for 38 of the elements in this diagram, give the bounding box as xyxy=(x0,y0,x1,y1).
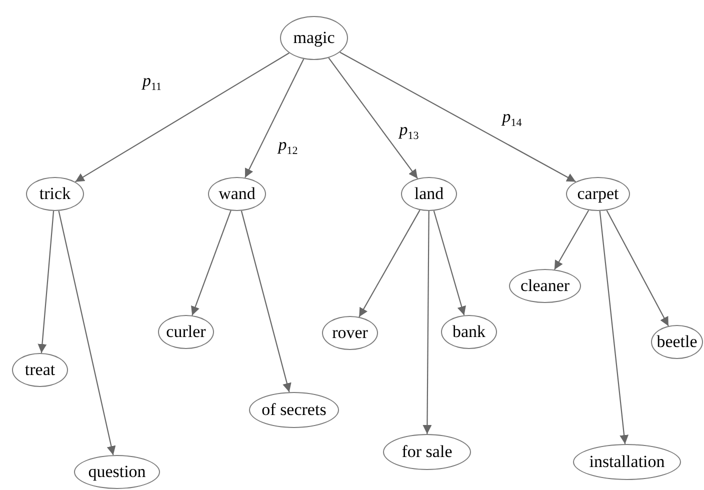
word-ellipse xyxy=(280,16,348,60)
word-ellipse xyxy=(12,353,68,387)
arrow xyxy=(422,211,432,434)
word-ellipse xyxy=(566,177,630,211)
node-label: curler xyxy=(166,322,206,342)
arrow xyxy=(606,210,669,326)
node-label: trick xyxy=(39,184,71,204)
arrow xyxy=(328,58,418,179)
arrow xyxy=(358,210,420,318)
word-ellipse xyxy=(158,315,214,349)
node-label: treat xyxy=(24,360,56,380)
node-label: of secrets xyxy=(262,400,326,420)
node-label: land xyxy=(414,184,444,204)
arrow xyxy=(433,210,466,316)
node-label: magic xyxy=(293,28,335,48)
node-label: installation xyxy=(589,452,665,472)
arrow xyxy=(74,52,290,182)
word-ellipse xyxy=(26,177,84,211)
node-label: rover xyxy=(332,323,368,343)
arrow xyxy=(191,210,232,316)
word-ellipse xyxy=(441,315,497,349)
word-ellipse xyxy=(322,316,378,350)
node-label: for sale xyxy=(402,442,452,462)
arrow xyxy=(340,52,576,182)
arrow xyxy=(38,210,54,354)
node-label: beetle xyxy=(656,332,698,352)
word-ellipse xyxy=(651,325,703,359)
arrow xyxy=(244,58,304,178)
node-label: question xyxy=(88,462,146,482)
arrow xyxy=(240,210,292,392)
arrow xyxy=(599,210,629,444)
node-label: bank xyxy=(452,322,486,342)
node-label: wand xyxy=(218,184,256,204)
arrow xyxy=(58,210,116,456)
node-label: carpet xyxy=(577,184,619,204)
node-label: cleaner xyxy=(520,276,570,296)
word-ellipse xyxy=(401,177,457,211)
arrow xyxy=(554,210,590,270)
